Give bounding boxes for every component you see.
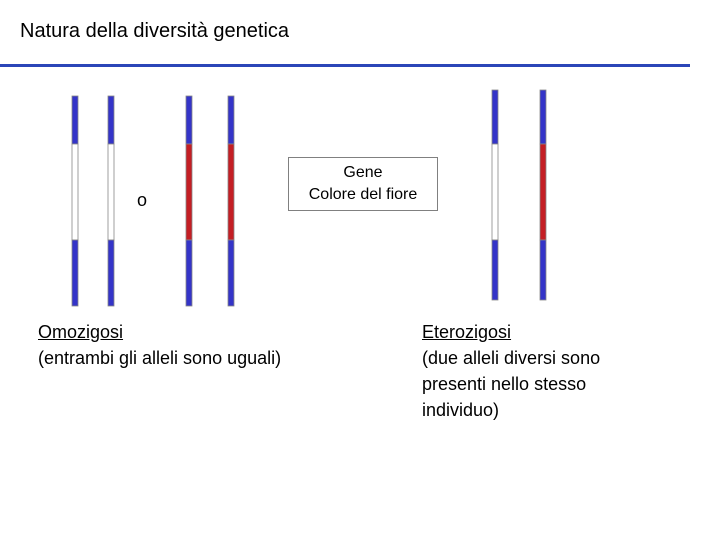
homozygous-label: Omozigosi (entrambi gli alleli sono ugua… xyxy=(38,319,368,371)
homozygous-description: (entrambi gli alleli sono uguali) xyxy=(38,348,282,368)
heterozygous-heading: Eterozigosi xyxy=(422,322,512,342)
homo-white-chromosome-a-allele-locus xyxy=(71,143,79,241)
title-underline xyxy=(0,64,690,67)
gene-label-line1: Gene xyxy=(343,164,383,181)
homozygous-heading: Omozigosi xyxy=(38,322,124,342)
homo-red-chromosome-a-bottom-arm xyxy=(185,239,193,307)
homo-red-chromosome-b-bottom-arm xyxy=(227,239,235,307)
hetero-white-chromosome-top-arm xyxy=(491,89,499,145)
homo-white-chromosome-a-top-arm xyxy=(71,95,79,145)
homo-red-chromosome-b-allele-locus xyxy=(227,143,235,241)
homo-white-chromosome-a xyxy=(71,95,79,307)
heterozygous-label: Eterozigosi (due alleli diversi sono pre… xyxy=(422,319,662,423)
hetero-white-chromosome xyxy=(491,89,499,301)
gene-label-box: Gene Colore del fiore xyxy=(288,157,438,211)
homo-white-chromosome-b-top-arm xyxy=(107,95,115,145)
hetero-red-chromosome-bottom-arm xyxy=(539,239,547,301)
hetero-red-chromosome xyxy=(539,89,547,301)
homo-white-chromosome-b xyxy=(107,95,115,307)
homo-red-chromosome-a xyxy=(185,95,193,307)
homo-red-chromosome-b xyxy=(227,95,235,307)
hetero-white-chromosome-allele-locus xyxy=(491,143,499,241)
separator-or: o xyxy=(137,190,148,210)
homo-red-chromosome-b-top-arm xyxy=(227,95,235,145)
homo-white-chromosome-b-bottom-arm xyxy=(107,239,115,307)
heterozygous-description: (due alleli diversi sono presenti nello … xyxy=(422,348,601,420)
hetero-red-chromosome-top-arm xyxy=(539,89,547,145)
hetero-white-chromosome-bottom-arm xyxy=(491,239,499,301)
homo-white-chromosome-b-allele-locus xyxy=(107,143,115,241)
hetero-red-chromosome-allele-locus xyxy=(539,143,547,241)
page-title: Natura della diversità genetica xyxy=(20,20,290,42)
homo-red-chromosome-a-top-arm xyxy=(185,95,193,145)
homo-white-chromosome-a-bottom-arm xyxy=(71,239,79,307)
homo-red-chromosome-a-allele-locus xyxy=(185,143,193,241)
gene-label-line2: Colore del fiore xyxy=(308,186,418,203)
